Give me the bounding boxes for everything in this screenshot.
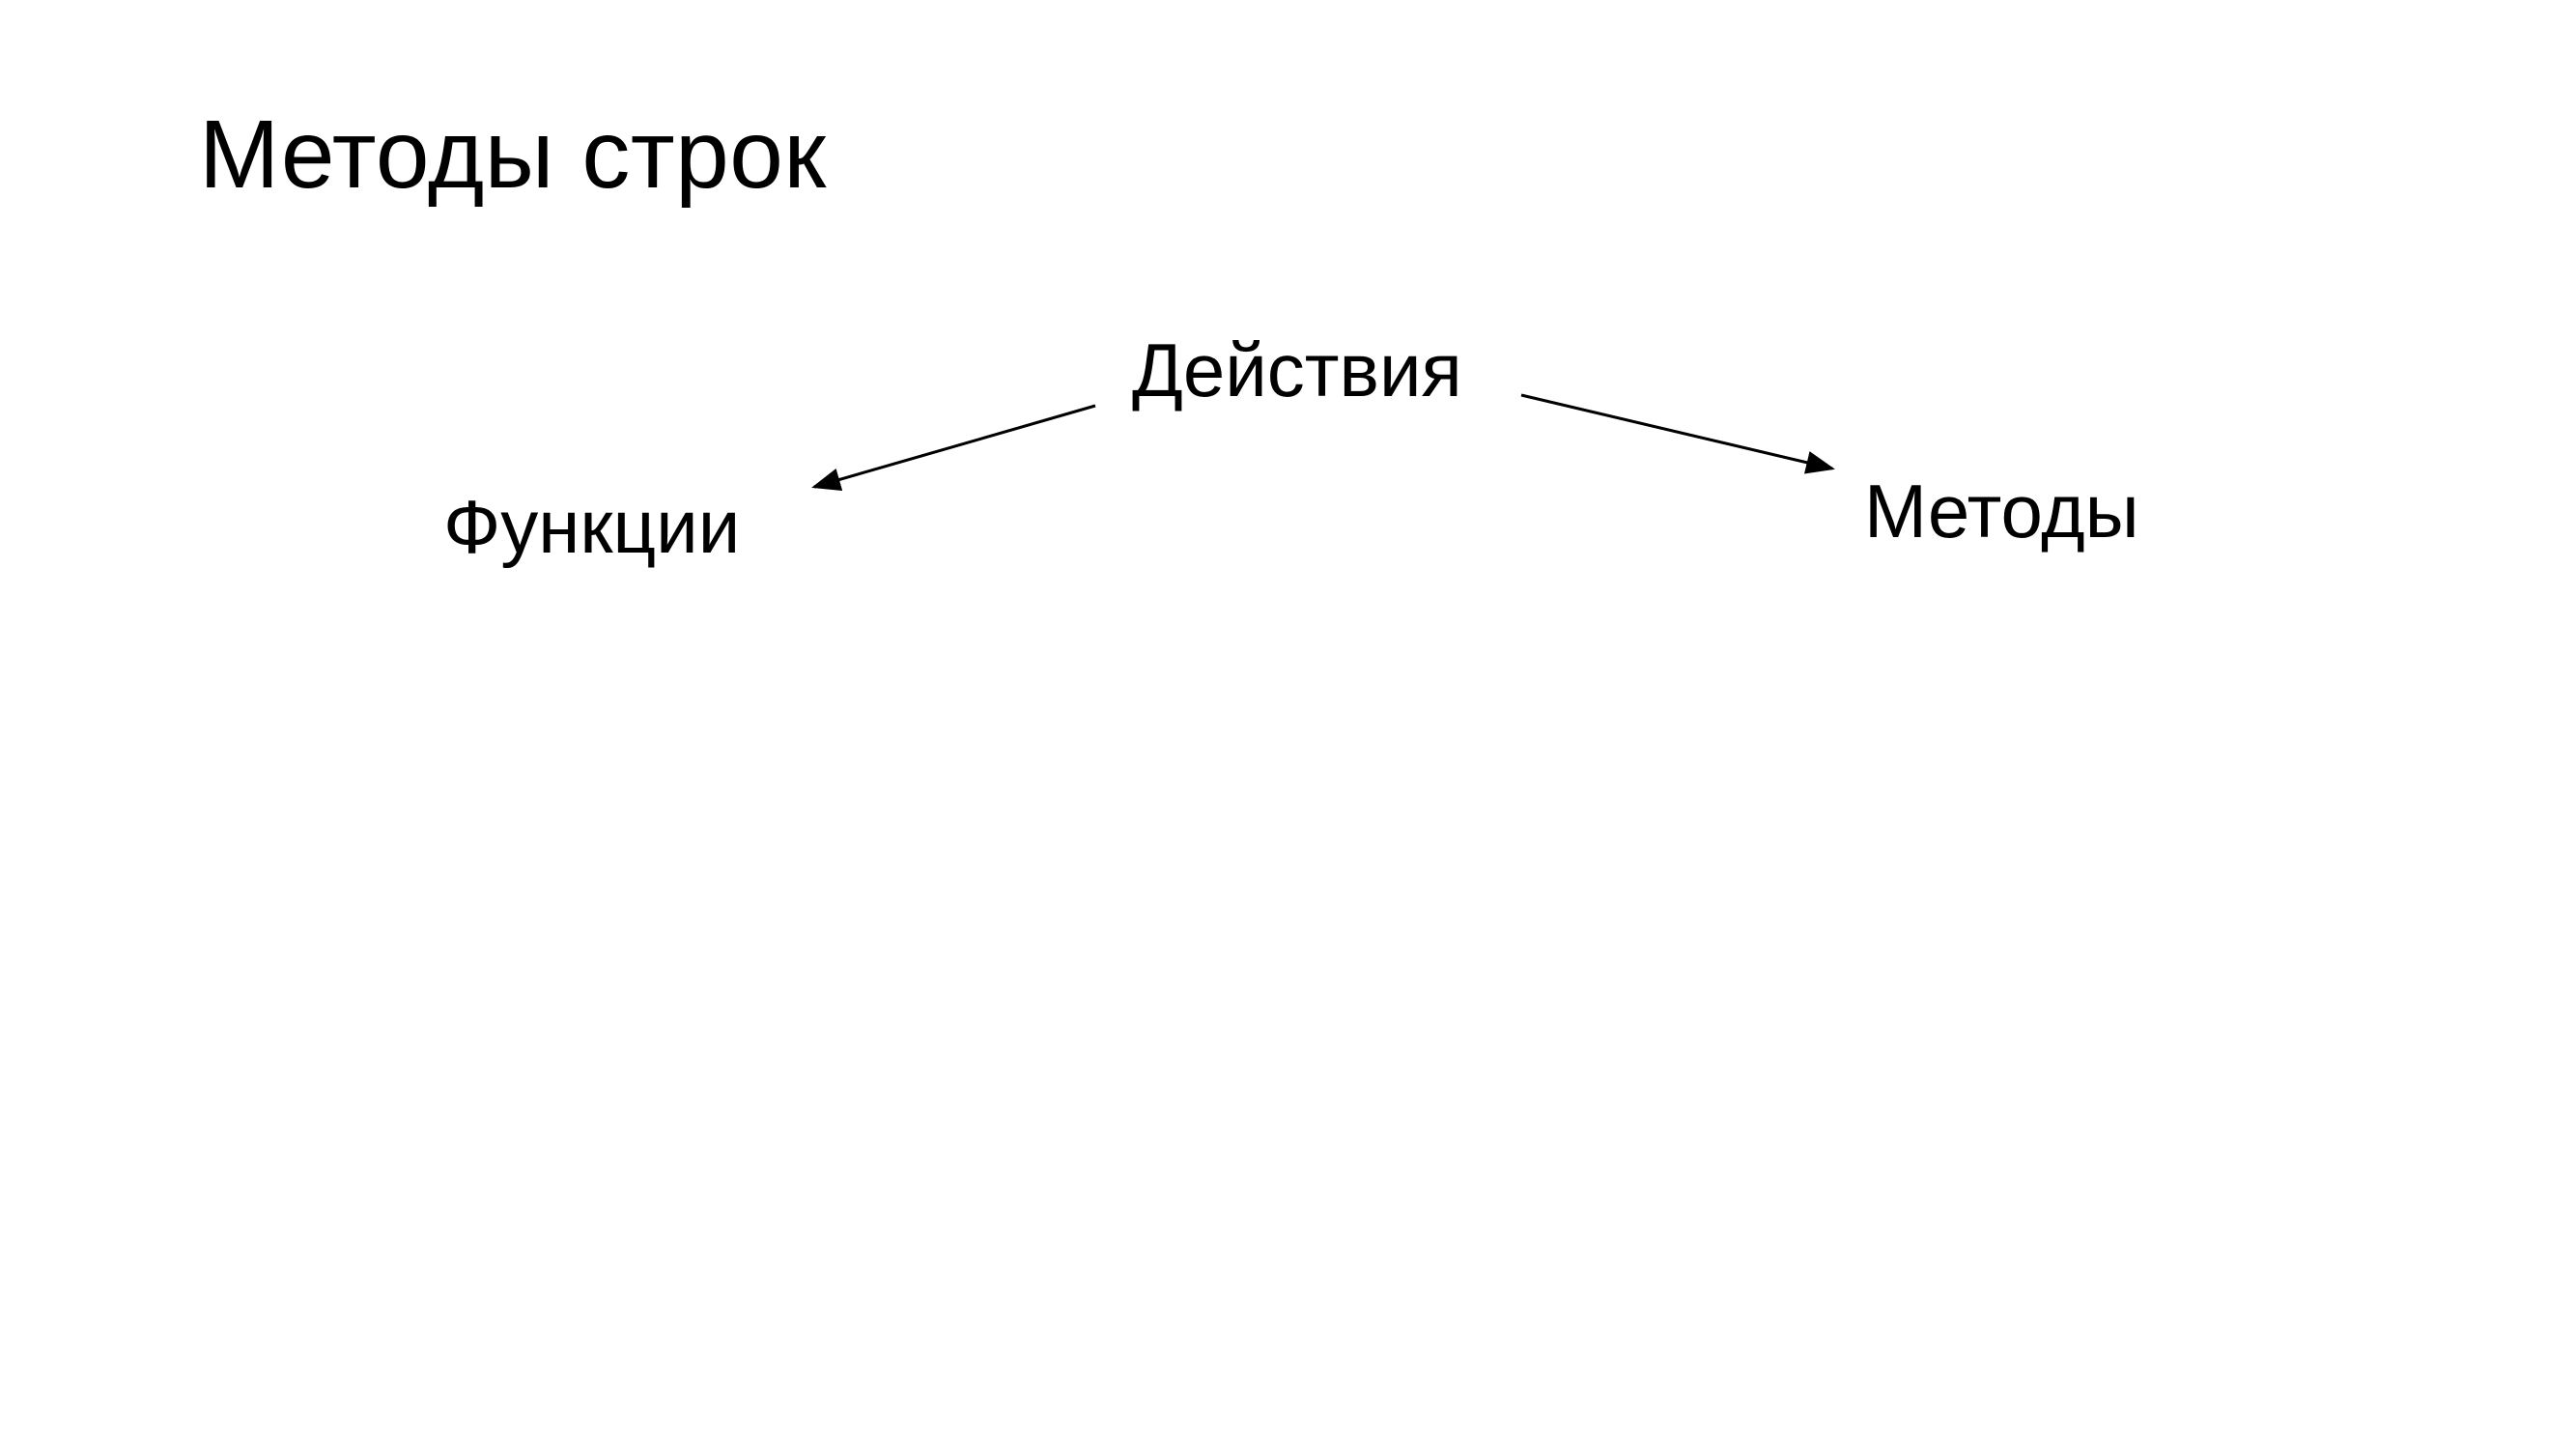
slide-title: Методы строк	[199, 100, 827, 209]
arrow-to-functions	[811, 404, 1096, 492]
arrow-to-methods	[1520, 393, 1835, 474]
diagram-node-actions: Действия	[1132, 327, 1462, 412]
diagram-node-functions: Функции	[443, 484, 741, 569]
diagram-node-methods: Методы	[1864, 469, 2139, 554]
